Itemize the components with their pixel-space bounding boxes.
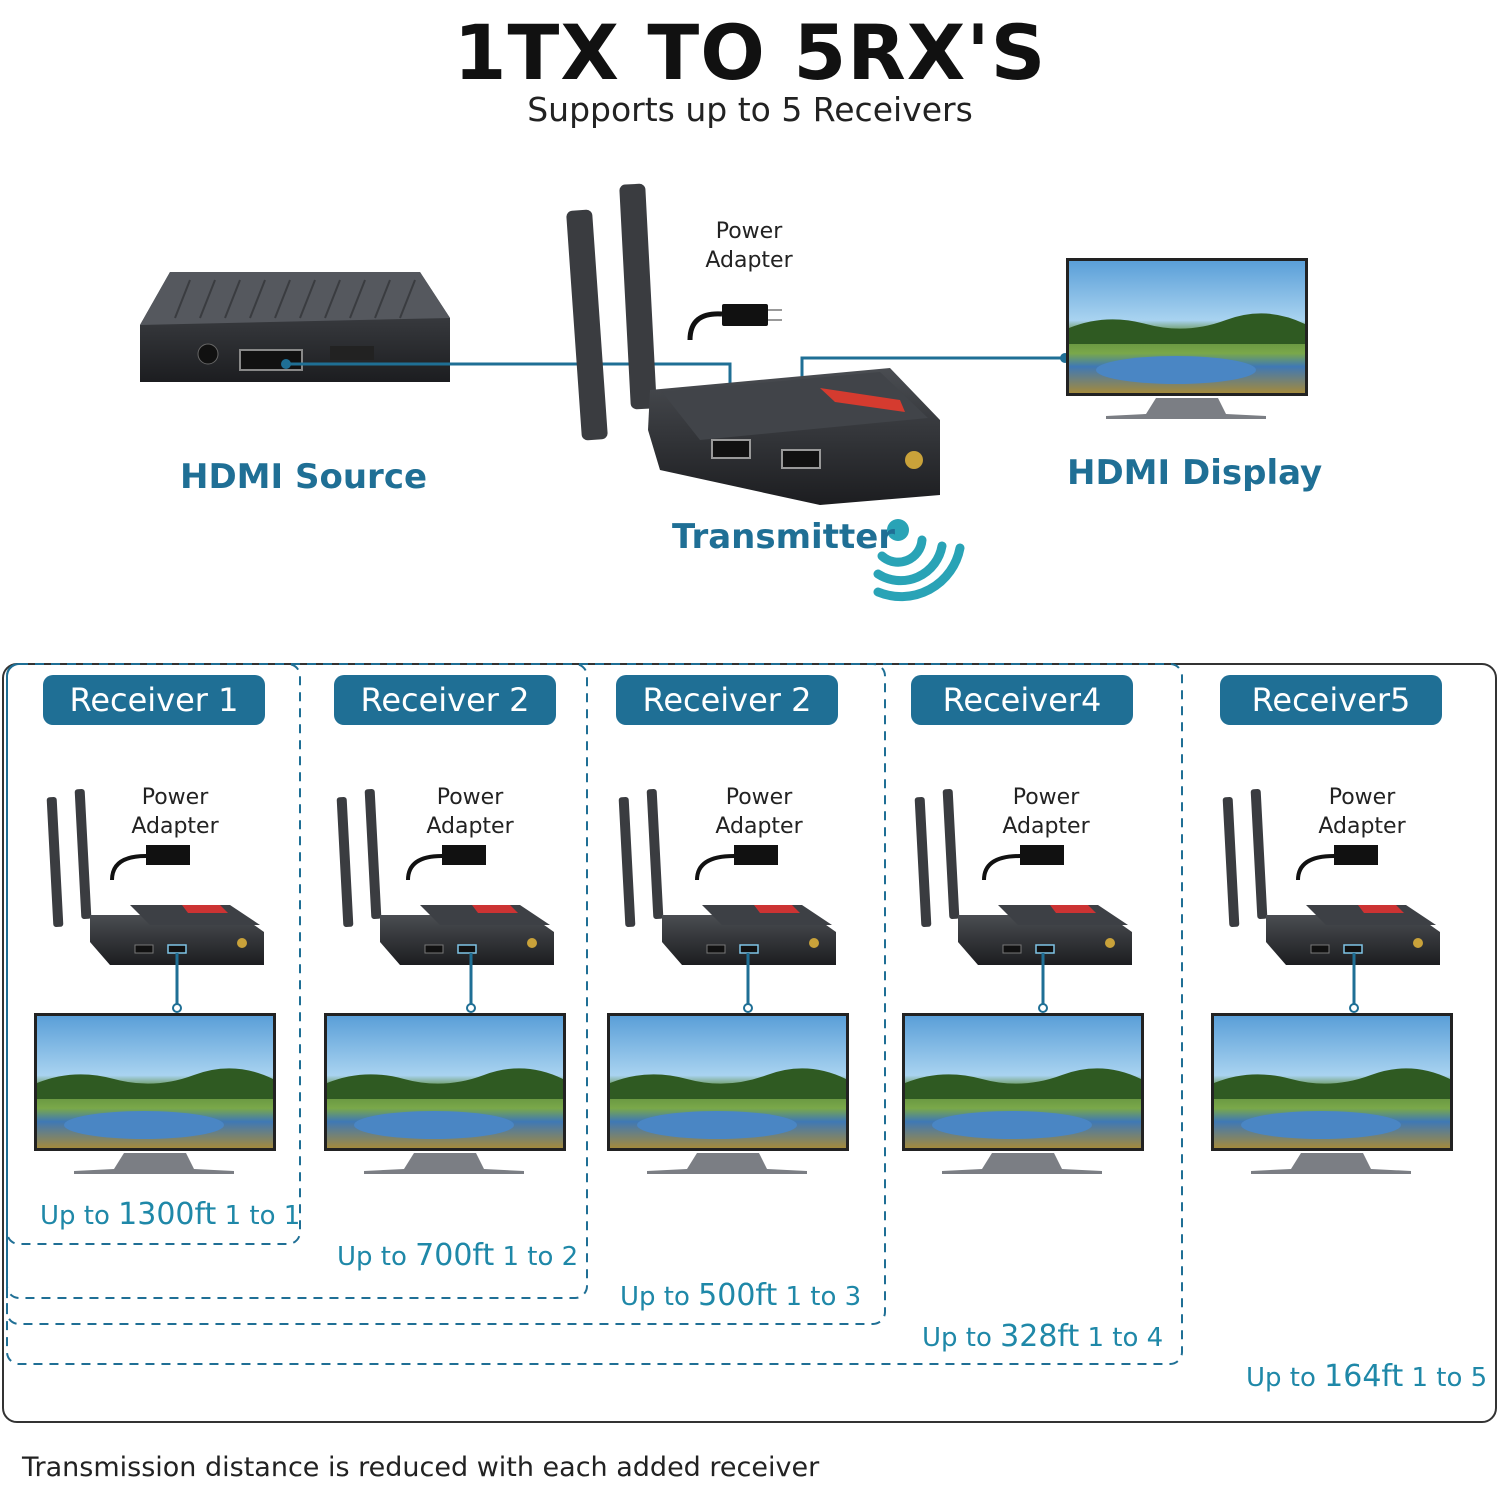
receiver-5-power-adapter-label: Power Adapter — [1303, 783, 1421, 841]
distance-ratio: 1 to 2 — [502, 1242, 579, 1272]
receiver-3-badge: Receiver 2 — [616, 675, 838, 725]
hdmi-source-label: HDMI Source — [180, 457, 428, 497]
receiver-4-power-adapter-label: Power Adapter — [987, 783, 1105, 841]
power-label-line2: Adapter — [705, 248, 793, 273]
power-label-line1: Power — [725, 785, 793, 810]
receiver-4-distance: Up to 328ft 1 to 4 — [922, 1319, 1163, 1354]
distance-ratio: 1 to 3 — [785, 1282, 862, 1312]
distance-prefix: Up to — [337, 1242, 407, 1272]
distance-ratio: 1 to 1 — [224, 1201, 301, 1231]
footer-note: Transmission distance is reduced with ea… — [22, 1452, 820, 1483]
power-label-line2: Adapter — [131, 814, 219, 839]
power-label-line1: Power — [1328, 785, 1396, 810]
page-title: 1TX TO 5RX'S — [453, 8, 1047, 97]
distance-prefix: Up to — [1246, 1363, 1316, 1393]
power-label-line2: Adapter — [426, 814, 514, 839]
power-label-line1: Power — [1012, 785, 1080, 810]
hdmi-display-label: HDMI Display — [1067, 453, 1323, 493]
receiver-graphics — [34, 788, 1453, 1174]
power-label-line1: Power — [436, 785, 504, 810]
distance-prefix: Up to — [40, 1201, 110, 1231]
distance-prefix: Up to — [922, 1323, 992, 1353]
distance-value: 328ft — [1000, 1319, 1080, 1354]
power-label-line2: Adapter — [715, 814, 803, 839]
power-label-line1: Power — [141, 785, 209, 810]
transmitter-device — [566, 183, 940, 505]
receiver-1-badge: Receiver 1 — [43, 675, 265, 725]
receiver-1-power-adapter-label: Power Adapter — [116, 783, 234, 841]
receiver-2-power-adapter-label: Power Adapter — [411, 783, 529, 841]
transmitter-power-adapter-label: Power Adapter — [690, 217, 808, 275]
range-boxes — [6, 663, 1183, 1365]
distance-value: 700ft — [415, 1238, 495, 1273]
distance-value: 1300ft — [118, 1197, 217, 1232]
power-label-line2: Adapter — [1318, 814, 1406, 839]
receiver-2-badge: Receiver 2 — [334, 675, 556, 725]
receiver-5-badge: Receiver5 — [1220, 675, 1442, 725]
hdmi-display-tv — [1066, 258, 1308, 419]
transmitter-label: Transmitter — [672, 517, 896, 557]
distance-prefix: Up to — [620, 1282, 690, 1312]
power-label-line1: Power — [715, 219, 783, 244]
wireless-signal-icon — [873, 519, 965, 602]
receivers-panel-border — [2, 663, 1497, 1423]
receiver-3-power-adapter-label: Power Adapter — [700, 783, 818, 841]
receiver-3-distance: Up to 500ft 1 to 3 — [620, 1278, 861, 1313]
distance-value: 500ft — [698, 1278, 778, 1313]
distance-ratio: 1 to 4 — [1087, 1323, 1164, 1353]
distance-value: 164ft — [1324, 1359, 1404, 1394]
hdmi-source-device — [140, 272, 450, 382]
power-label-line2: Adapter — [1002, 814, 1090, 839]
receiver-2-distance: Up to 700ft 1 to 2 — [337, 1238, 578, 1273]
distance-ratio: 1 to 5 — [1411, 1363, 1488, 1393]
page-subtitle: Supports up to 5 Receivers — [527, 90, 973, 129]
receiver-4-badge: Receiver4 — [911, 675, 1133, 725]
receiver-1-distance: Up to 1300ft 1 to 1 — [40, 1197, 300, 1232]
receiver-5-distance: Up to 164ft 1 to 5 — [1246, 1359, 1487, 1394]
